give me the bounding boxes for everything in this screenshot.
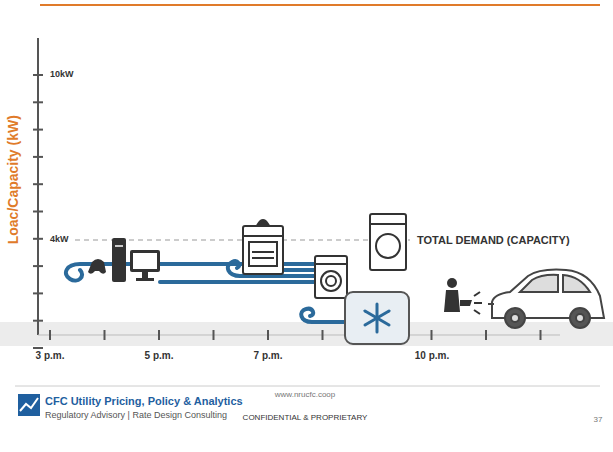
washer (315, 256, 347, 298)
x-tick (49, 330, 51, 340)
y-tick (33, 183, 43, 185)
x-tick (213, 330, 215, 340)
footer-rule (15, 386, 600, 387)
ev-plug (444, 278, 482, 314)
confidentiality-note: CONFIDENTIAL & PROPRIETARY (243, 414, 368, 423)
company-name: CFC Utility Pricing, Policy & Analytics (45, 395, 243, 407)
y-tick (33, 156, 43, 158)
y-tick (33, 74, 43, 76)
game-controller (88, 259, 106, 274)
y-tick (33, 292, 43, 294)
top-rule (40, 4, 600, 6)
time-label: 10 p.m. (415, 350, 449, 361)
x-tick (267, 330, 269, 340)
y-tick (33, 101, 43, 103)
x-tick (104, 330, 106, 340)
x-tick (322, 330, 324, 340)
air-conditioner (345, 292, 409, 344)
y-ticks (33, 75, 43, 348)
logo-mark (18, 394, 40, 416)
demand-flows (66, 261, 345, 322)
pc-tower (112, 238, 126, 282)
tick-label: 10kW (48, 70, 76, 80)
y-tick (33, 211, 43, 213)
capacity-label: TOTAL DEMAND (CAPACITY) (415, 234, 572, 246)
oven (243, 220, 283, 274)
x-tick (540, 330, 542, 340)
capacity-line (48, 239, 410, 240)
y-tick (33, 265, 43, 267)
electric-car (488, 270, 604, 328)
monitor (130, 250, 160, 281)
x-tick (431, 330, 433, 340)
tick-label: 4kW (48, 235, 71, 245)
y-tick (33, 238, 43, 240)
y-tick (33, 347, 43, 349)
company-tagline: Regulatory Advisory | Rate Design Consul… (45, 411, 227, 421)
x-tick (158, 330, 160, 340)
y-tick (33, 129, 43, 131)
y-tick (33, 320, 43, 322)
time-label: 7 p.m. (254, 350, 283, 361)
page-number: 37 (594, 416, 603, 425)
dryer (370, 214, 406, 270)
x-tick (485, 330, 487, 340)
website: www.nrucfc.coop (275, 391, 335, 400)
axes (38, 38, 560, 335)
axis-title: Loac/Capacity (kW) (6, 115, 21, 244)
time-label: 3 p.m. (36, 350, 65, 361)
x-ticks (50, 330, 541, 340)
time-label: 5 p.m. (145, 350, 174, 361)
